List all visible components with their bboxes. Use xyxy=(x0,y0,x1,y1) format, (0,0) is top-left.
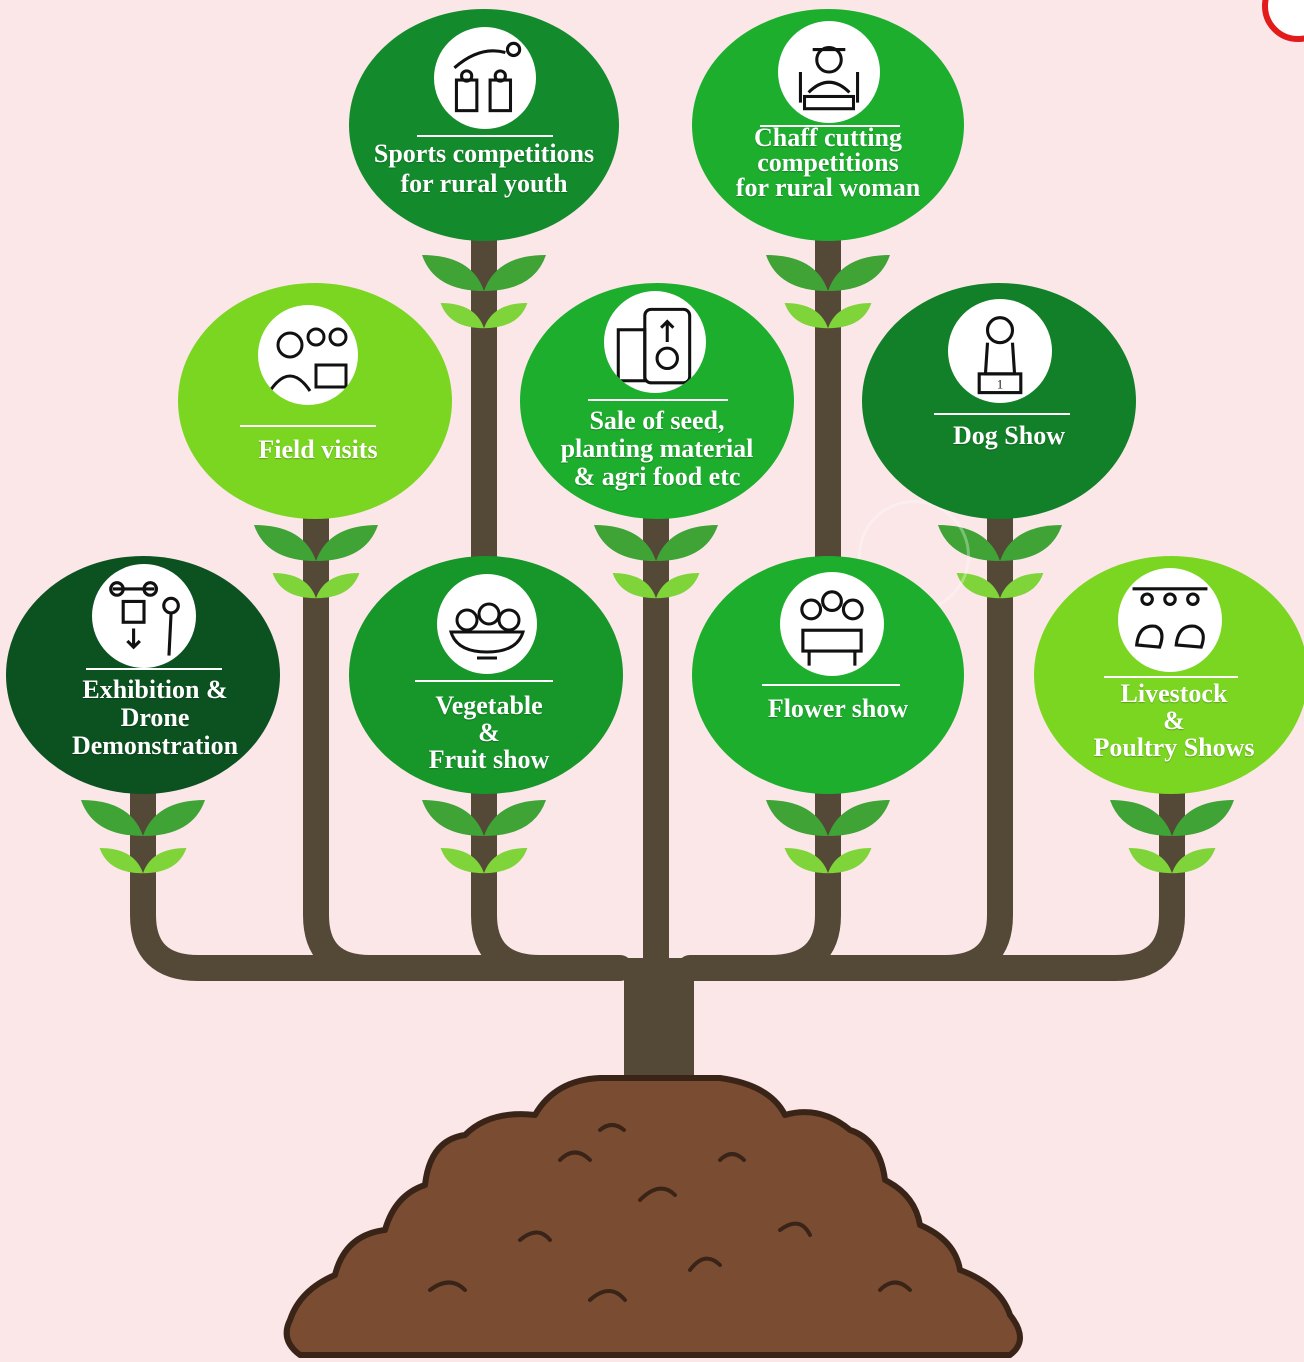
node-label: Sale of seed, planting material & agri f… xyxy=(560,406,754,491)
node-label: Field visits xyxy=(258,435,378,464)
soil-texture xyxy=(428,1123,912,1302)
tree-branches xyxy=(130,227,1185,981)
drone-icon xyxy=(92,564,196,668)
leaf xyxy=(440,303,484,329)
leaf xyxy=(81,800,143,836)
node-exhibition: Exhibition & Drone Demonstration xyxy=(6,556,280,794)
tree-trunk xyxy=(624,958,694,1078)
node-label: Sports competitions for rural youth xyxy=(373,139,595,198)
leaf xyxy=(784,303,828,329)
leaf xyxy=(956,573,1000,599)
node-sports: Sports competitions for rural youth xyxy=(349,9,619,241)
node-label: Livestock & Poultry Shows xyxy=(1093,679,1255,762)
leaf xyxy=(828,800,890,836)
node-label: Flower show xyxy=(767,694,909,723)
node-label: Vegetable & Fruit show xyxy=(428,691,550,774)
leaf xyxy=(272,573,316,599)
leaf xyxy=(440,848,484,874)
node-rule xyxy=(1104,676,1238,678)
node-vegetable: Vegetable & Fruit show xyxy=(349,556,623,794)
node-rule xyxy=(762,684,900,686)
leaf xyxy=(1172,848,1216,874)
leaf xyxy=(484,255,546,291)
leaf xyxy=(422,255,484,291)
leaf xyxy=(656,573,700,599)
leaf xyxy=(766,800,828,836)
leaf xyxy=(828,848,872,874)
poultry-icon xyxy=(1118,568,1222,672)
farmer-woman-icon xyxy=(778,21,880,123)
node-rule xyxy=(415,680,553,682)
leaf xyxy=(1110,800,1172,836)
leaf xyxy=(656,525,718,561)
leaf xyxy=(784,848,828,874)
node-dog: 1 Dog Show xyxy=(862,283,1136,519)
leaf xyxy=(484,303,528,329)
dog-icon: 1 xyxy=(948,299,1052,403)
node-field: Field visits xyxy=(178,283,452,519)
node-label: Dog Show xyxy=(953,421,1065,450)
fruit-basket-icon xyxy=(437,574,537,674)
leaf xyxy=(828,303,872,329)
leaf xyxy=(612,573,656,599)
leaf xyxy=(254,525,316,561)
leaf xyxy=(143,800,205,836)
soil-mound xyxy=(283,1075,1023,1358)
node-seed: Sale of seed, planting material & agri f… xyxy=(520,283,794,519)
leaf xyxy=(1128,848,1172,874)
leaf xyxy=(828,255,890,291)
field-visit-icon xyxy=(258,305,358,405)
node-livestock: Livestock & Poultry Shows xyxy=(1034,556,1304,794)
leaf xyxy=(1000,525,1062,561)
leaf xyxy=(316,525,378,561)
leaf xyxy=(1000,573,1044,599)
leaf xyxy=(1172,800,1234,836)
node-rule xyxy=(86,668,222,670)
leaf xyxy=(316,573,360,599)
leaf xyxy=(484,800,546,836)
node-flower: Flower show xyxy=(692,556,964,794)
node-label: Chaff cutting competitions for rural wom… xyxy=(735,123,921,202)
svg-text:1: 1 xyxy=(997,377,1003,391)
leaf xyxy=(422,800,484,836)
leaves xyxy=(81,255,1234,874)
leaf xyxy=(143,848,187,874)
leaf xyxy=(766,255,828,291)
node-rule xyxy=(240,425,376,427)
leaf xyxy=(594,525,656,561)
node-rule xyxy=(417,135,553,137)
node-rule xyxy=(934,413,1070,415)
node-rule xyxy=(760,125,900,127)
sports-icon xyxy=(434,27,536,129)
node-label: Exhibition & Drone Demonstration xyxy=(71,675,239,760)
leaf xyxy=(99,848,143,874)
leaf xyxy=(484,848,528,874)
seed-bag-icon xyxy=(604,291,706,393)
flower-icon xyxy=(780,572,884,676)
node-rule xyxy=(588,399,728,401)
node-chaff: Chaff cutting competitions for rural wom… xyxy=(692,9,964,241)
